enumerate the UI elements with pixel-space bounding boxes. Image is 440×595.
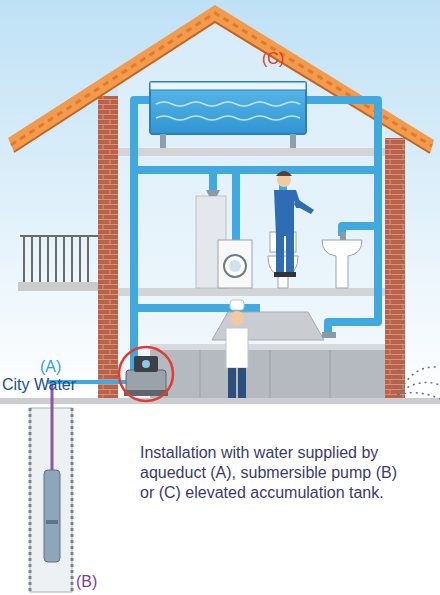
accumulation-tank <box>150 82 306 148</box>
ground <box>0 398 440 404</box>
kitchen-part <box>330 350 331 400</box>
pump-unit-part <box>134 356 158 372</box>
highlight-circle <box>119 347 173 401</box>
pump-unit-part <box>142 360 150 368</box>
well <box>30 384 72 592</box>
callout-letter: (B) <box>76 573 97 591</box>
floor-slab-part <box>18 282 98 291</box>
worker-figure-part <box>285 272 296 277</box>
worker-figure-part <box>274 190 302 236</box>
balcony-railing-part <box>47 236 49 282</box>
balcony-railing-part <box>31 236 33 282</box>
roof <box>8 5 434 153</box>
balcony-railing-part <box>39 236 41 282</box>
chef-figure-part <box>228 368 236 398</box>
worker-figure-part <box>274 272 285 277</box>
accumulation-tank-part <box>156 116 300 120</box>
accumulation-tank-part <box>160 134 166 148</box>
balcony-railing <box>20 236 98 282</box>
ground-part <box>0 398 440 404</box>
bathroom-fixtures-part <box>224 255 246 277</box>
balcony-railing-part <box>79 236 81 282</box>
balcony-railing-part <box>71 236 73 282</box>
balcony-railing-part <box>63 236 65 282</box>
bathroom-fixtures-part <box>206 190 220 196</box>
caption-text: Installation with water supplied by aque… <box>140 443 412 503</box>
chef-figure-part <box>238 368 246 398</box>
callout-letter: (A) <box>40 358 61 376</box>
floor-slab <box>18 148 385 296</box>
kitchen-part <box>322 332 336 338</box>
brick-wall-part <box>385 138 405 400</box>
kitchen-part <box>200 350 201 400</box>
chef-figure-part <box>226 328 248 368</box>
chef-figure-part <box>230 311 244 325</box>
worker-figure <box>274 171 314 277</box>
roof-part <box>8 5 434 153</box>
worker-figure-part <box>294 198 314 214</box>
sprinkler-spray-part <box>396 365 404 395</box>
chef-figure-part <box>230 300 244 310</box>
pipes-part <box>209 170 217 190</box>
bathroom-fixtures-part <box>340 232 346 240</box>
worker-figure-part <box>276 171 292 176</box>
kitchen <box>150 312 385 400</box>
pipes-part <box>134 100 152 372</box>
pump-unit-part <box>126 370 166 392</box>
roof-part <box>11 13 432 146</box>
sky-background <box>0 0 440 400</box>
floor-slab-part <box>118 148 385 156</box>
pipes-part <box>232 170 240 240</box>
brick-wall <box>98 96 405 400</box>
house-interior-part <box>118 22 385 400</box>
kitchen-part <box>150 344 385 400</box>
pump-unit <box>124 356 168 396</box>
well-part <box>46 520 58 524</box>
pipes-part <box>303 100 378 332</box>
well-part <box>51 384 54 470</box>
bathroom-fixtures-part <box>322 240 362 288</box>
source-label: City Water <box>2 376 76 394</box>
bathroom-fixtures-part <box>218 240 252 288</box>
worker-figure-part <box>276 236 284 272</box>
sprinkler-spray <box>396 365 440 399</box>
accumulation-tank-part <box>290 134 296 148</box>
sky-background-part <box>0 0 440 400</box>
kitchen-part <box>270 350 271 400</box>
bathroom-fixtures-part <box>229 260 241 272</box>
well-part <box>44 470 60 562</box>
balcony-railing-part <box>87 236 89 282</box>
brick-wall-part <box>98 96 118 400</box>
worker-figure-part <box>286 236 294 272</box>
kitchen-part <box>150 344 385 350</box>
floor-slab-part <box>118 288 385 296</box>
balcony-railing-part <box>23 236 25 282</box>
highlight-circle-part <box>119 347 173 401</box>
pipes-part <box>134 166 378 174</box>
bathroom-fixtures <box>196 190 362 288</box>
pipes <box>134 100 378 372</box>
roof-part <box>14 22 430 153</box>
balcony-railing-part <box>55 236 57 282</box>
accumulation-tank-part <box>156 102 300 106</box>
callout-letter: (C) <box>262 50 284 68</box>
accumulation-tank-part <box>150 82 306 134</box>
sprinkler-spray-part <box>398 393 440 399</box>
pipes-part <box>342 226 378 236</box>
chef-figure <box>226 300 248 398</box>
house-interior <box>118 22 385 400</box>
sprinkler-spray-part <box>398 367 438 395</box>
accumulation-tank-part <box>150 82 306 90</box>
